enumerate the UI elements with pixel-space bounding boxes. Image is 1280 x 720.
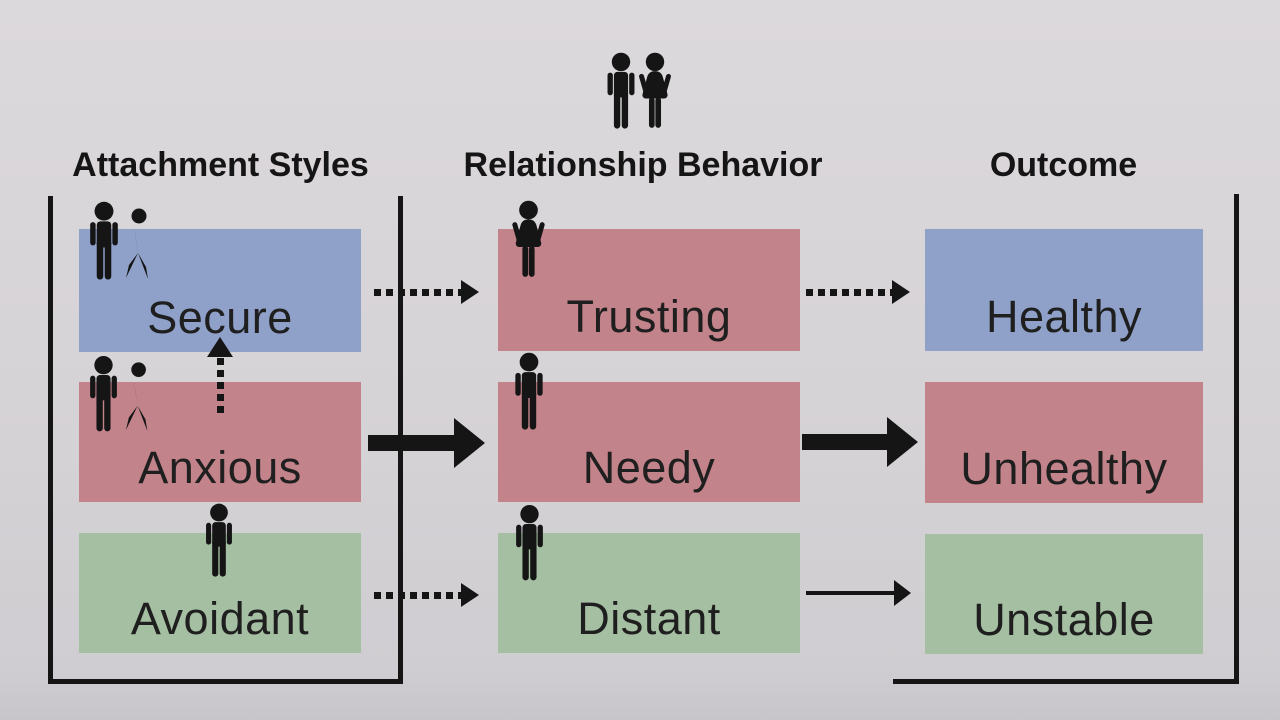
box-trusting-label: Trusting — [566, 291, 732, 342]
trusting-woman-icon — [511, 200, 546, 277]
arrow-secure-to-trusting — [374, 289, 462, 296]
box-unstable: Unstable — [925, 534, 1203, 654]
arrow-needy-to-unhealthy-head — [887, 417, 918, 467]
secure-pair-man-icon — [90, 201, 118, 280]
box-avoidant-label: Avoidant — [130, 593, 310, 644]
arrow-avoidant-to-distant — [374, 592, 462, 599]
arrow-anxious-to-needy — [368, 435, 455, 451]
box-trusting: Trusting — [498, 229, 800, 351]
couple-icon-woman — [638, 52, 672, 128]
secure-pair-leaning-person-icon — [126, 208, 150, 279]
needy-man-icon — [515, 352, 543, 430]
box-healthy: Healthy — [925, 229, 1203, 351]
avoidant-man-icon — [206, 503, 232, 577]
box-unhealthy: Unhealthy — [925, 382, 1203, 503]
arrow-secure-to-trusting-head — [461, 280, 479, 304]
column-header-outcome: Outcome — [989, 146, 1138, 184]
couple-icon — [607, 52, 635, 129]
box-distant-label: Distant — [577, 593, 721, 644]
box-needy-label: Needy — [582, 442, 716, 493]
arrow-trusting-to-healthy-head — [892, 280, 910, 304]
anxious-pair-leaning-person-icon — [125, 362, 150, 432]
outcome-bracket — [893, 194, 1239, 684]
arrow-anxious-to-needy-head — [454, 418, 485, 468]
arrow-needy-to-unhealthy — [802, 434, 888, 450]
box-healthy-label: Healthy — [985, 291, 1143, 342]
arrow-trusting-to-healthy — [806, 289, 893, 296]
box-needy: Needy — [498, 382, 800, 502]
box-unstable-label: Unstable — [973, 594, 1155, 645]
box-unhealthy-label: Unhealthy — [960, 443, 1168, 494]
distant-man-icon — [516, 504, 543, 581]
arrow-avoidant-to-distant-head — [461, 583, 479, 607]
arrow-distant-to-unstable — [806, 591, 895, 595]
arrow-distant-to-unstable-head — [894, 580, 911, 606]
box-secure-label: Secure — [147, 292, 293, 343]
anxious-pair-man-icon — [90, 355, 117, 432]
arrow-anxious-to-secure-head — [207, 337, 233, 357]
arrow-anxious-to-secure — [217, 358, 224, 414]
column-header-attachment-styles: Attachment Styles — [72, 146, 369, 184]
box-distant: Distant — [498, 533, 800, 653]
box-anxious-label: Anxious — [138, 442, 302, 493]
box-secure: Secure — [79, 229, 361, 352]
column-header-relationship-behavior: Relationship Behavior — [463, 146, 823, 184]
